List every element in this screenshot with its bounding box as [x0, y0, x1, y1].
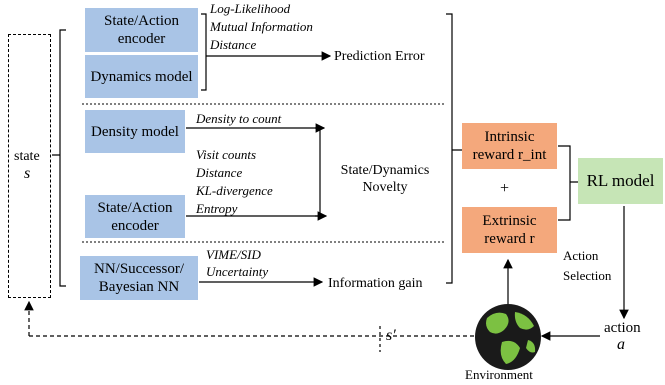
rl-model-box: RL model	[578, 158, 663, 204]
method-uncertainty: Uncertainty	[206, 264, 269, 279]
action-symbol: a	[617, 336, 625, 353]
method-density-to-count: Density to count	[196, 111, 282, 126]
action-label: action	[604, 320, 641, 336]
prediction-error-label: Prediction Error	[334, 49, 425, 64]
state-box	[8, 34, 51, 298]
method-visit-counts: Visit counts	[196, 147, 257, 162]
method-mutual-information: Mutual Information	[210, 19, 313, 34]
method-distance-2: Distance	[196, 165, 243, 180]
action-selection-label: Action Selection	[563, 248, 612, 283]
plus-sign: +	[500, 180, 510, 197]
method-distance: Distance	[210, 37, 257, 52]
method-log-likelihood: Log-Likelihood	[210, 1, 291, 16]
method-vime-sid: VIME/SID	[206, 247, 261, 262]
method-entropy: Entropy	[196, 201, 238, 216]
method-kl-divergence: KL-divergence	[196, 183, 273, 198]
environment-label: Environment	[465, 367, 533, 382]
intrinsic-reward-box: Intrinsic reward r_int	[462, 123, 557, 169]
state-label: state	[14, 149, 40, 164]
state-action-encoder-box: State/Action encoder	[85, 8, 198, 52]
environment-globe-icon	[475, 304, 541, 370]
information-gain-label: Information gain	[328, 276, 423, 291]
next-state-label: s′	[386, 327, 396, 344]
state-symbol: s	[24, 165, 31, 182]
dynamics-model-box: Dynamics model	[85, 55, 198, 98]
state-action-encoder-box-2: State/Action encoder	[85, 195, 185, 238]
bayesian-nn-box: NN/Successor/ Bayesian NN	[80, 256, 198, 300]
extrinsic-reward-box: Extrinsic reward r	[462, 207, 557, 253]
density-model-box: Density model	[85, 110, 185, 153]
novelty-label: State/Dynamics Novelty	[340, 163, 430, 195]
